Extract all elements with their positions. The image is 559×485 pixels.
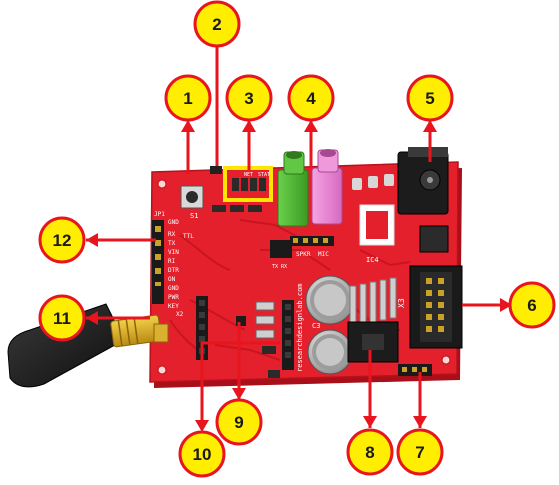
silk-jp1: JP1 — [154, 211, 165, 218]
callout-5-label: 5 — [425, 89, 434, 108]
silk-on: ON — [168, 276, 176, 283]
callout-9: 9 — [215, 398, 263, 446]
callout-11-label: 11 — [53, 309, 71, 328]
callout-10: 10 — [178, 430, 226, 478]
x3-box-header — [409, 265, 463, 349]
callout-8-label: 8 — [365, 443, 374, 462]
jumper-header — [398, 364, 432, 376]
spkr-mic-header — [290, 236, 334, 246]
mount-hole — [157, 365, 167, 375]
silk-s1: S1 — [190, 212, 198, 220]
smd-resistor-row — [212, 205, 262, 212]
silk-pwr: PWR — [168, 294, 179, 301]
callout-11: 11 — [38, 294, 86, 342]
led-resistor-array — [232, 178, 266, 191]
silk-ic4: IC4 — [366, 256, 379, 264]
callout-7-label: 7 — [415, 443, 424, 462]
mount-hole — [441, 355, 451, 365]
silk-url: researchdesignlab.com — [296, 283, 304, 372]
callout-12-label: 12 — [53, 231, 72, 250]
silk-vin: VIN — [168, 249, 179, 256]
callout-1: 1 — [164, 74, 212, 122]
side-connector — [419, 225, 449, 253]
silk-x2: X2 — [176, 311, 184, 318]
ic4-chip — [359, 204, 395, 246]
silk-spkr: SPKR — [296, 251, 311, 258]
callout-7: 7 — [396, 428, 444, 476]
callout-arrows — [86, 44, 512, 432]
callout-10-label: 10 — [193, 445, 212, 464]
callout-1-label: 1 — [183, 89, 192, 108]
reset-switch — [180, 185, 204, 209]
dc-power-jack — [397, 147, 449, 215]
electrolytic-capacitor-bottom — [307, 329, 353, 375]
callout-12: 12 — [38, 216, 86, 264]
gsm-antenna — [7, 303, 169, 388]
callout-6-label: 6 — [527, 296, 536, 315]
silk-key: KEY — [168, 303, 179, 310]
smd-pads-top — [352, 174, 394, 190]
power-key-header — [152, 286, 164, 304]
tx-rx-header — [270, 240, 292, 258]
silk-gnd: GND — [168, 219, 179, 226]
callout-9-label: 9 — [234, 413, 243, 432]
mount-hole — [157, 179, 167, 189]
silk-ttl: TTL — [183, 233, 194, 240]
silk-rx: RX — [168, 231, 176, 238]
silk-tx-rx: TX RX — [272, 264, 287, 270]
callout-4: 4 — [287, 74, 335, 122]
callouts: 1 2 3 4 5 6 7 8 — [38, 0, 556, 478]
silk-tx: TX — [168, 240, 176, 247]
silk-dtr: DTR — [168, 267, 179, 274]
silk-mic: MIC — [318, 251, 329, 258]
callout-2: 2 — [193, 0, 241, 48]
silk-x3: X3 — [397, 298, 406, 308]
callout-8: 8 — [346, 428, 394, 476]
silk-gnd-2: GND — [168, 285, 179, 292]
voltage-regulator — [347, 277, 399, 363]
callout-3-label: 3 — [244, 89, 253, 108]
electrolytic-capacitor-top — [305, 275, 355, 325]
callout-3: 3 — [225, 74, 273, 122]
callout-6: 6 — [508, 281, 556, 329]
callout-5: 5 — [406, 74, 454, 122]
smd-components-mid — [236, 301, 280, 378]
silk-ri: RI — [168, 258, 176, 265]
silk-net: NET — [244, 172, 253, 178]
callout-4-label: 4 — [306, 89, 316, 108]
mic-audio-jack — [311, 149, 343, 225]
small-smd-chip — [210, 166, 222, 174]
speaker-audio-jack — [277, 151, 309, 227]
silk-c3: C3 — [312, 322, 320, 330]
callout-2-label: 2 — [212, 15, 221, 34]
silk-stat: STAT — [258, 172, 270, 178]
female-header-right — [282, 300, 294, 370]
